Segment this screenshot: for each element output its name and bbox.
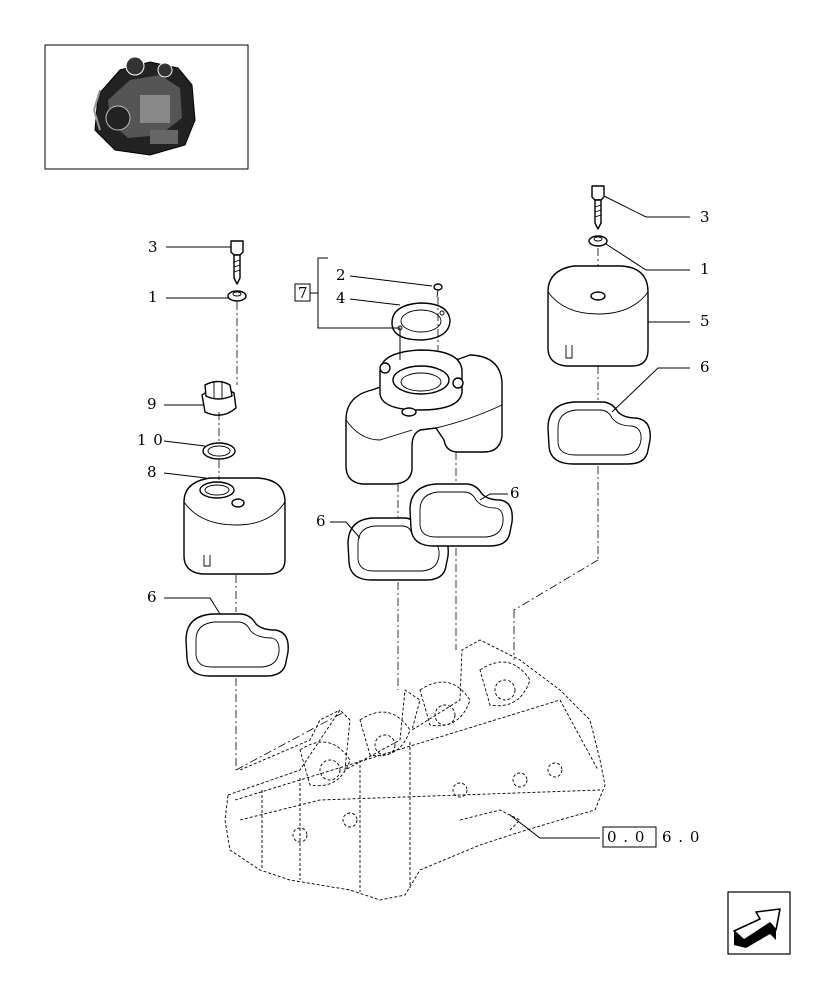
engine-thumbnail-icon [92, 56, 196, 156]
bolt-right[interactable] [591, 185, 605, 230]
screw-middle[interactable] [433, 283, 443, 298]
o-ring-left[interactable] [202, 442, 236, 460]
callout-3-right[interactable]: 3 [700, 208, 711, 226]
callout-1-left[interactable]: 1 [148, 288, 159, 306]
next-page-button[interactable] [727, 891, 791, 955]
middle-stack [345, 283, 513, 581]
callout-8[interactable]: 8 [147, 463, 158, 481]
reference-callout[interactable]: 0 . 0 6 . 0 [602, 826, 700, 848]
callout-4[interactable]: 4 [336, 289, 347, 307]
washer-left[interactable] [227, 290, 247, 302]
next-page-arrow-icon [733, 908, 781, 948]
alignment-lines [218, 248, 599, 771]
callout-7: 7 [298, 284, 309, 302]
gasket-middle-right[interactable] [409, 483, 513, 547]
callout-6-right[interactable]: 6 [700, 358, 711, 376]
reference-rest-text: 6 . 0 [662, 828, 700, 846]
callout-3-left[interactable]: 3 [148, 238, 159, 256]
right-stack [547, 185, 651, 465]
reference-boxed-text: 0 . 0 [607, 828, 645, 846]
leader-lines [163, 195, 690, 839]
callout-2[interactable]: 2 [336, 266, 347, 284]
gasket-right[interactable] [547, 401, 651, 465]
callout-1-right[interactable]: 1 [700, 260, 711, 278]
callout-7-box[interactable]: 7 [294, 283, 311, 302]
left-stack [183, 240, 289, 677]
rocker-cover-middle[interactable] [345, 349, 503, 485]
callout-6-left[interactable]: 6 [147, 588, 158, 606]
callout-6-mid-right[interactable]: 6 [510, 484, 521, 502]
cylinder-head[interactable] [224, 639, 606, 901]
callout-9[interactable]: 9 [147, 395, 158, 413]
callouts: 3 1 9 1 0 8 6 2 4 7 6 6 3 1 5 6 [137, 208, 711, 606]
gasket-left[interactable] [185, 613, 289, 677]
washer-right[interactable] [588, 235, 608, 247]
bolt-left[interactable] [230, 240, 244, 285]
rocker-cover-left[interactable] [183, 477, 286, 575]
engine-thumbnail[interactable] [44, 44, 249, 170]
filler-gasket-ring[interactable] [391, 302, 451, 341]
callout-5[interactable]: 5 [700, 312, 711, 330]
callout-10[interactable]: 1 0 [137, 431, 164, 449]
rocker-cover-right[interactable] [547, 265, 649, 367]
oil-filler-cap[interactable] [201, 380, 237, 416]
callout-6-mid-left[interactable]: 6 [316, 512, 327, 530]
